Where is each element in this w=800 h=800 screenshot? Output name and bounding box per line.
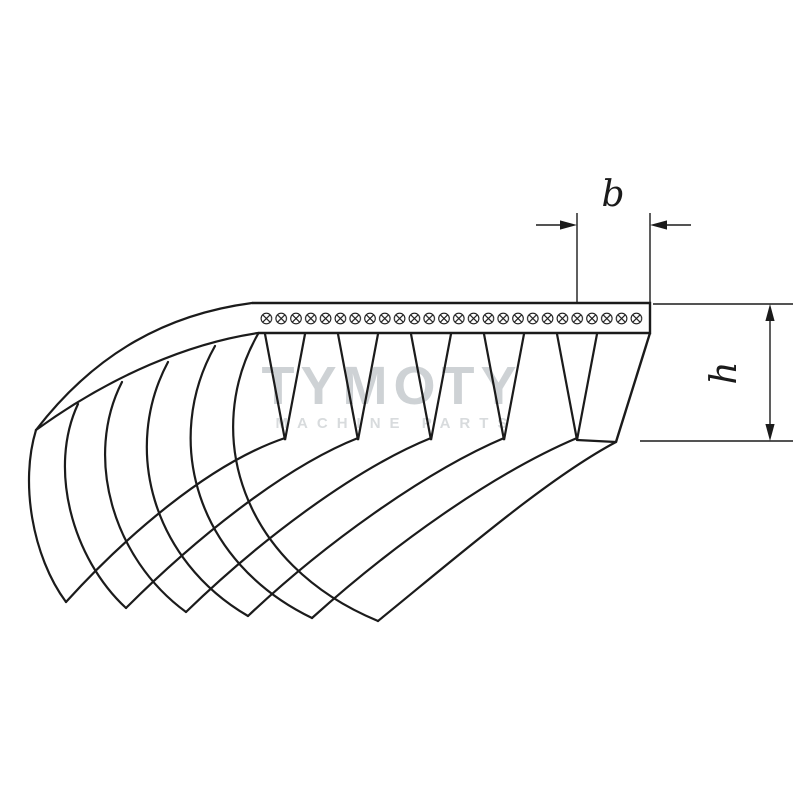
rib-4-inner-edge <box>246 436 506 618</box>
rib-tooth-5 <box>555 332 599 441</box>
dimension-b: b <box>536 174 691 303</box>
belt-right-cut-edge <box>614 332 652 443</box>
watermark-brand-text: TYMOTY <box>262 356 523 416</box>
dimension-b-label: b <box>601 174 624 215</box>
dimension-h-arrowhead-top <box>765 304 775 321</box>
belt-back-band-outline <box>252 301 652 335</box>
rib-6-outer-edge <box>232 332 380 623</box>
rib-4-outer-edge <box>145 360 250 618</box>
rib-1-outer-edge <box>27 428 68 604</box>
rib-2-outer-edge <box>63 402 128 610</box>
rib-5-outer-edge <box>189 344 314 620</box>
dimension-h-label: h <box>704 361 745 384</box>
rib-1-inner-edge <box>64 436 287 604</box>
watermark: TYMOTY MACHINE PARTS <box>262 356 523 432</box>
rib-6-inner-edge <box>376 440 618 623</box>
perspective-ribs <box>27 332 618 623</box>
rib-tooth-1 <box>263 332 307 441</box>
rib-cross-sections <box>263 332 599 441</box>
rib-5-inner-edge <box>310 436 579 620</box>
belt-left-outer-curve <box>34 301 254 432</box>
dimension-h-arrowhead-bottom <box>765 424 775 441</box>
dimension-h: h <box>640 303 793 442</box>
rib-tooth-4 <box>482 332 526 441</box>
rib-3-inner-edge <box>184 436 433 614</box>
belt-back-hatch-strip <box>259 305 644 332</box>
watermark-tagline-text: MACHINE PARTS <box>276 415 517 432</box>
rib-tooth-3 <box>409 332 453 441</box>
belt-drawing <box>27 301 652 623</box>
belt-right-cut-bottom <box>575 438 618 444</box>
rib-tooth-2 <box>336 332 380 441</box>
rib-3-outer-edge <box>103 380 188 614</box>
belt-left-inner-curve <box>34 331 260 432</box>
dimension-b-arrowhead-right <box>650 220 667 230</box>
dimension-b-arrowhead-left <box>560 220 577 230</box>
